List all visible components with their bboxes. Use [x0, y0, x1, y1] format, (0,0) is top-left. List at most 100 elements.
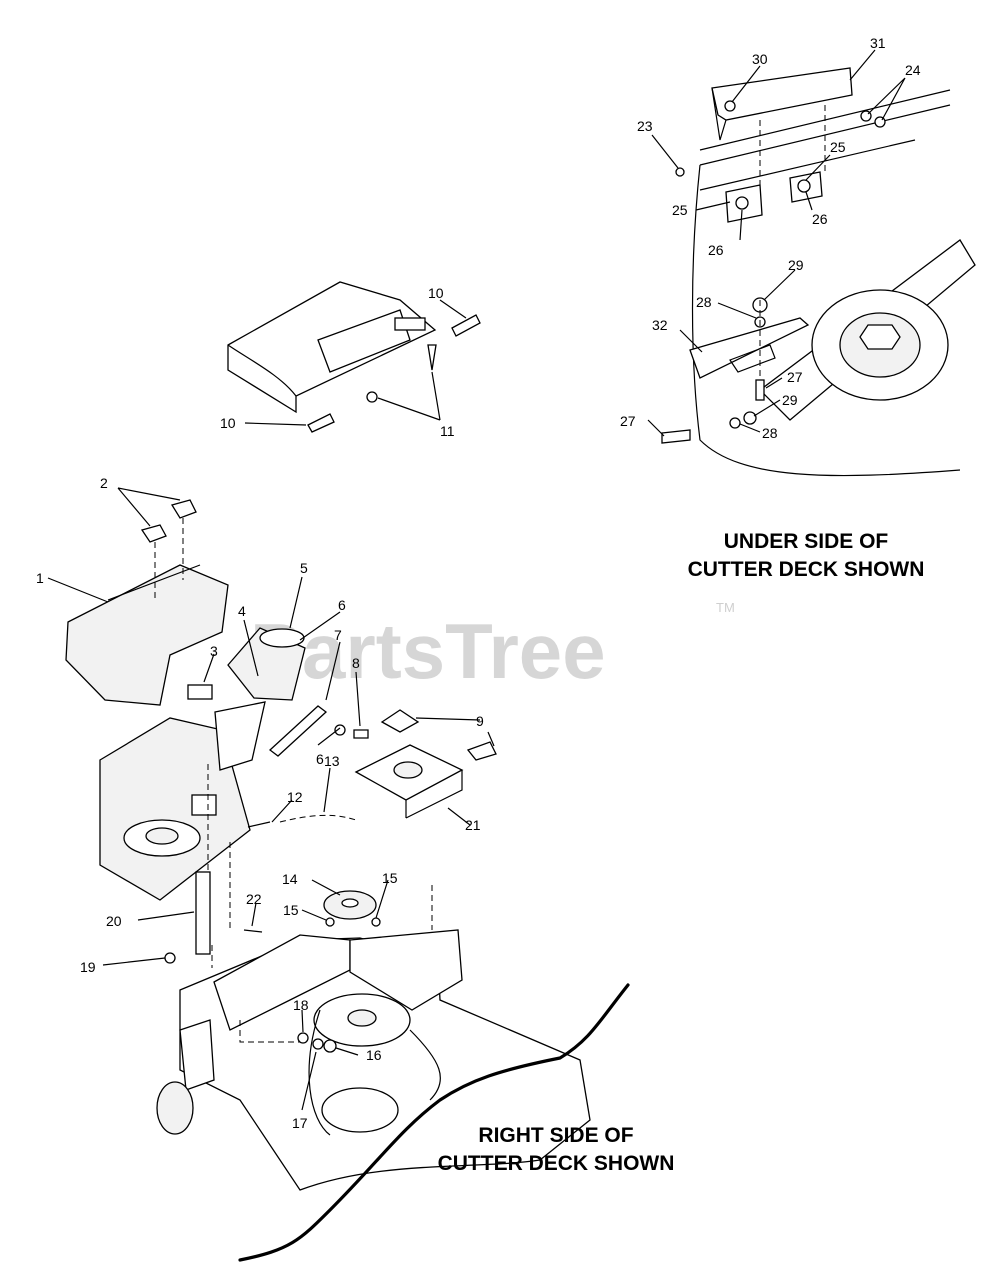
callout-2: 2 [100, 475, 108, 491]
idler-pulley-hub [145, 827, 179, 845]
callout-27-right: 27 [787, 369, 803, 385]
callout-18: 18 [293, 997, 309, 1013]
callout-28-upper: 28 [696, 294, 712, 310]
chute-cover-edge [227, 344, 297, 397]
bolt-27 [661, 429, 691, 444]
callout-31: 31 [870, 35, 886, 51]
callout-1: 1 [36, 570, 44, 586]
bolt-8 [353, 729, 369, 739]
pulley-14-hub [341, 898, 359, 908]
bracket-left-bolt [735, 196, 749, 210]
bolt-19 [164, 952, 176, 964]
callout-26-right: 26 [812, 211, 828, 227]
cable-13 [279, 814, 357, 823]
caster-wheel [156, 1081, 194, 1135]
callout-20: 20 [106, 913, 122, 929]
clip-11a [427, 344, 437, 371]
callout-11: 11 [440, 423, 455, 439]
screw-15a [325, 917, 335, 927]
clip-22 [243, 929, 263, 933]
screw-30 [724, 100, 736, 112]
callout-28-lower: 28 [762, 425, 778, 441]
knob-2-right [170, 499, 197, 519]
knob-9 [380, 709, 420, 733]
callout-32: 32 [652, 317, 668, 333]
bracket-right-bolt [797, 179, 811, 193]
cutaway-line [238, 983, 630, 1262]
callout-12: 12 [287, 789, 303, 805]
callout-5: 5 [300, 560, 308, 576]
discharge-cover-ridge [107, 564, 201, 601]
mount-plate-flange [405, 770, 463, 819]
callout-4: 4 [238, 603, 246, 619]
clip-11b [366, 391, 378, 403]
lever-20 [195, 871, 211, 955]
callout-9: 9 [476, 713, 484, 729]
knob-2-left [140, 524, 167, 543]
callout-22: 22 [246, 891, 262, 907]
callout-27-left: 27 [620, 413, 636, 429]
callout-8: 8 [352, 655, 360, 671]
spout-lower [214, 701, 266, 771]
hinge-tab [394, 317, 426, 331]
deflector-bracket [689, 317, 810, 379]
rightside-leaders [47, 487, 495, 1111]
link-rod-7 [268, 705, 328, 757]
callout-29-lower: 29 [782, 392, 798, 408]
spring-27 [755, 379, 765, 401]
nut-29-lower [743, 411, 757, 425]
knob-2-dashes [154, 518, 184, 600]
deck-idler-pulley [321, 1087, 399, 1133]
block-3 [187, 684, 213, 700]
callout-13: 13 [324, 753, 340, 769]
callout-6-upper: 6 [338, 597, 346, 613]
watermark: PartsTree TM [250, 600, 735, 695]
captions: UNDER SIDE OF CUTTER DECK SHOWN RIGHT SI… [438, 530, 925, 1175]
caption-underside-line1: UNDER SIDE OF [724, 530, 889, 553]
callout-29-upper: 29 [788, 257, 804, 273]
assembly-guides [207, 760, 433, 1043]
underside-view [647, 49, 976, 477]
hinge-bracket [317, 309, 411, 373]
callout-16: 16 [366, 1047, 382, 1063]
spout-ring [259, 628, 305, 648]
caption-underside-line2: CUTTER DECK SHOWN [688, 558, 925, 581]
callout-7: 7 [334, 627, 342, 643]
callout-6-lower: 6 [316, 751, 324, 767]
callout-15-left: 15 [283, 902, 299, 918]
callout-10-lower: 10 [220, 415, 236, 431]
watermark-text: PartsTree [250, 607, 606, 695]
hinge-view [227, 281, 481, 433]
screw-15b [371, 917, 381, 927]
deck-bracket-right [349, 929, 463, 1011]
callout-15-right: 15 [382, 870, 398, 886]
spring-12 [247, 821, 271, 828]
discharge-cover [65, 564, 229, 706]
drive-belt [308, 1009, 441, 1136]
screw-23 [675, 167, 685, 177]
knob-9-side [466, 741, 497, 761]
callout-25-left: 25 [672, 202, 688, 218]
callout-21: 21 [465, 817, 481, 833]
callout-17: 17 [292, 1115, 308, 1131]
washer-28-lower [729, 417, 741, 429]
rightside-view [47, 487, 630, 1262]
pin-10-right [451, 314, 481, 337]
callout-23: 23 [637, 118, 653, 134]
washer-17 [312, 1038, 324, 1050]
hinge-leaders [244, 299, 467, 426]
mount-plate-hole [393, 761, 423, 779]
callout-labels: 30 31 24 23 25 25 26 26 29 28 32 27 29 2… [36, 35, 921, 1131]
caption-rightside-line1: RIGHT SIDE OF [478, 1124, 633, 1147]
watermark-trademark: TM [716, 600, 735, 615]
callout-26-left: 26 [708, 242, 724, 258]
chute-housing [99, 717, 251, 901]
callout-3: 3 [210, 643, 218, 659]
callout-19: 19 [80, 959, 96, 975]
callout-30: 30 [752, 51, 768, 67]
spindle-pulley-hub [347, 1009, 377, 1027]
callout-25-right: 25 [830, 139, 846, 155]
spindle-nut [859, 324, 901, 350]
baffle-plate-flange [711, 87, 727, 141]
